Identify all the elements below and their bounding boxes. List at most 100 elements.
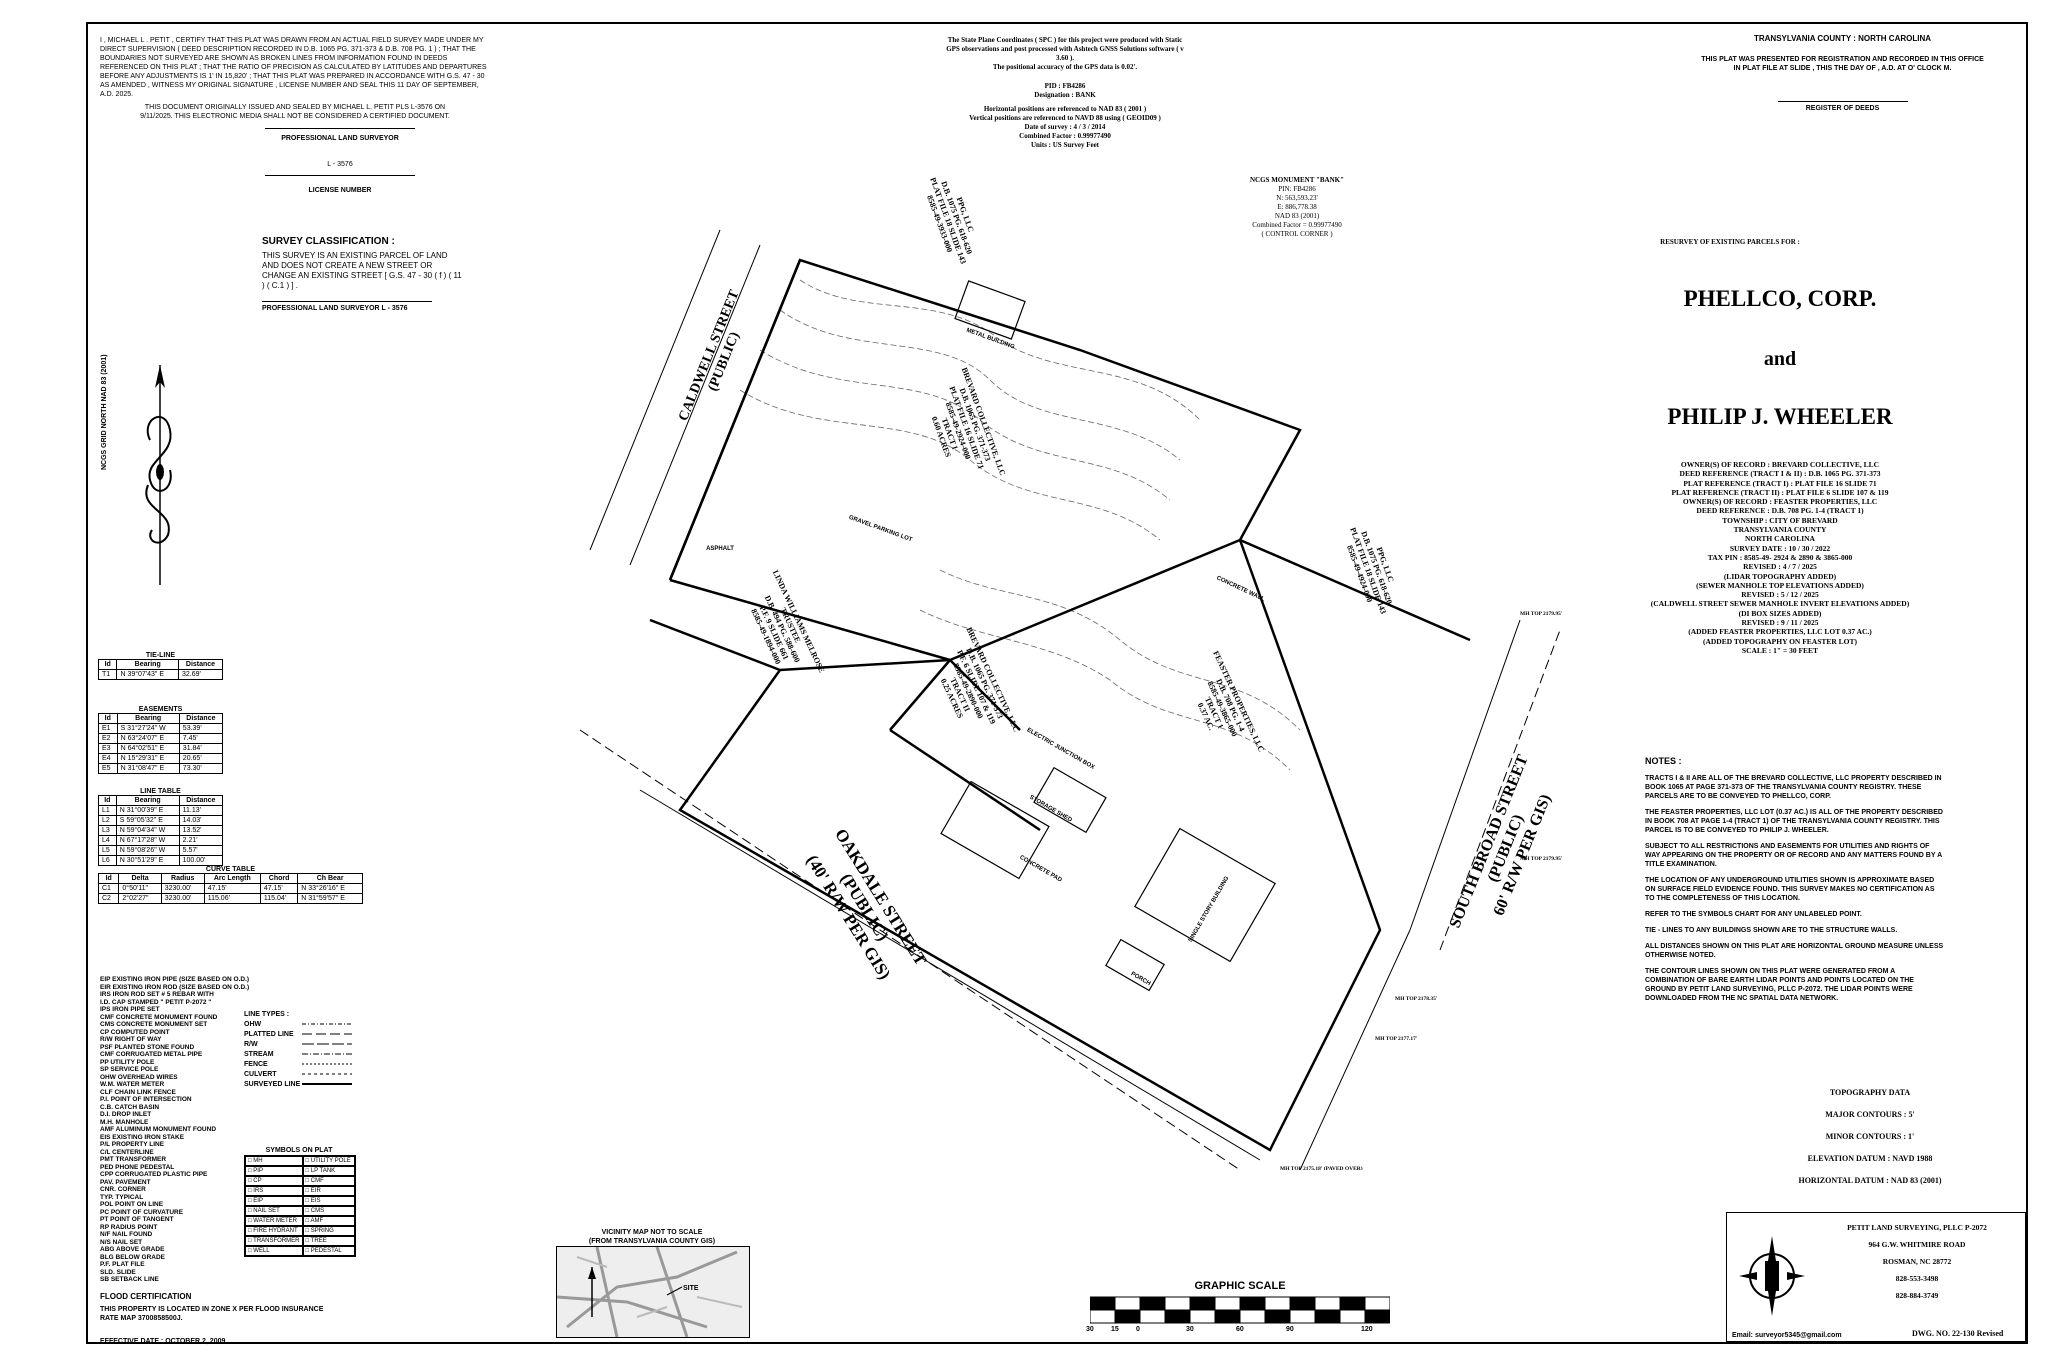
- line-table-cell: S 59°05'32" E: [115, 815, 180, 826]
- line-table-cell: L5: [98, 845, 117, 856]
- line-type-sample: [302, 1073, 352, 1075]
- line-types-title: LINE TYPES :: [244, 1011, 290, 1018]
- tie-line-cell: T1: [97, 669, 118, 680]
- curve-table-header: Arc Length: [203, 873, 261, 884]
- line-table-cell: L1: [98, 805, 117, 816]
- abbreviation-item: CLF CHAIN LINK FENCE: [100, 1088, 176, 1096]
- abbreviation-item: P/L PROPERTY LINE: [100, 1141, 165, 1148]
- curve-table-cell: 3230.00': [160, 893, 205, 904]
- title-detail-line: DEED REFERENCE (TRACT I & II) : D.B. 106…: [1679, 469, 1881, 479]
- curve-table-cell: C1: [97, 883, 120, 894]
- graphic-scale-title: GRAPHIC SCALE: [1194, 1280, 1286, 1292]
- scale-segment: [1189, 1296, 1216, 1311]
- parcel-label-brevard-south: BREVARD COLLECTIVE, LLCD.B. 1065 PG. 371…: [924, 626, 1021, 753]
- symbol-item: □ EIR: [302, 1186, 355, 1196]
- register-label: REGISTER OF DEEDS: [1805, 105, 1880, 112]
- title-detail-line: (CALDWELL STREET SEWER MANHOLE INVERT EL…: [1650, 599, 1910, 609]
- abbreviations-legend: EIP EXISTING IRON PIPE (SIZE BASED ON O.…: [100, 976, 260, 1284]
- abbreviation-item: C/L CENTERLINE: [100, 1148, 154, 1156]
- symbol-item: □ UTILITY POLE: [302, 1156, 355, 1166]
- line-table-title: LINE TABLE: [140, 788, 181, 795]
- gps-line2: The positional accuracy of the GPS data …: [992, 63, 1138, 71]
- curve-table-cell: 115.04': [259, 893, 299, 904]
- symbol-item: □ NAIL SET: [245, 1206, 303, 1216]
- line-table-cell: 13.52': [178, 825, 224, 836]
- symbol-item: □ FIRE HYDRANT: [245, 1226, 303, 1236]
- scale-segment: [1264, 1296, 1291, 1311]
- scale-tick-label: 0: [1136, 1326, 1140, 1333]
- firm-name: PETIT LAND SURVEYING, PLLC P-2072: [1847, 1223, 1987, 1232]
- scale-segment: [1189, 1309, 1216, 1324]
- north-arrow-label: NCGS GRID NORTH NAD 83 (2001): [101, 354, 108, 470]
- classification-text: THIS SURVEY IS AN EXISTING PARCEL OF LAN…: [262, 251, 462, 290]
- scale-segment: [1239, 1296, 1266, 1311]
- abbreviation-item: PMT TRANSFORMER: [100, 1156, 167, 1163]
- curve-table-cell: C2: [97, 893, 120, 904]
- parcel-label-ppg-east: PPG, LLCD.B. 1075 PG. 618-620PLAT FILE 1…: [1340, 520, 1405, 618]
- curve-table-cell: 0°50'11": [118, 883, 162, 894]
- firm-phone2: 828-884-3749: [1895, 1291, 1939, 1300]
- line-type-label: CULVERT: [244, 1070, 277, 1078]
- line-type-item: SURVEYED LINE: [244, 1079, 364, 1089]
- license-line: [265, 175, 415, 176]
- site-feature-label: ASPHALT: [706, 546, 734, 552]
- license-label: LICENSE NUMBER: [308, 187, 372, 194]
- scale-tick-label: 15: [1111, 1326, 1119, 1333]
- scale-tick-label: 30: [1186, 1326, 1194, 1333]
- note-item: TRACTS I & II ARE ALL OF THE BREVARD COL…: [1645, 775, 1942, 800]
- abbreviation-item: PED PHONE PEDESTAL: [100, 1163, 175, 1171]
- easement-header: Id: [98, 713, 118, 724]
- classification-signature: PROFESSIONAL LAND SURVEYOR L - 3576: [262, 305, 408, 312]
- line-table-cell: 5.57': [178, 845, 224, 856]
- plat-sheet: [86, 22, 2028, 1344]
- line-type-sample: [302, 1053, 352, 1055]
- topo-title: TOPOGRAPHY DATA: [1829, 1088, 1911, 1097]
- line-table-cell: N 30°51'29" E: [115, 855, 180, 866]
- symbol-item: □ LP TANK: [302, 1166, 355, 1176]
- abbreviation-item: I.D. CAP STAMPED " PETIT P-2072 ": [100, 998, 212, 1006]
- site-feature-label: ELECTRIC JUNCTION BOX: [1026, 727, 1096, 771]
- symbol-item: □ PEDESTAL: [302, 1246, 355, 1256]
- curve-table-header: Ch Bear: [297, 873, 363, 884]
- manhole-top-label: MH TOP 2175.18' (PAVED OVER): [1280, 1165, 1363, 1170]
- easement-cell: E5: [98, 763, 118, 774]
- south-broad-street-label: SOUTH BROAD STREET(PUBLIC)60' R/W PER GI…: [1447, 752, 1566, 944]
- abbreviation-item: IPS IRON PIPE SET: [100, 1006, 160, 1013]
- title-detail-line: REVISED : 5 / 12 / 2025: [1741, 590, 1819, 600]
- easement-cell: N 64°02'51" E: [116, 743, 180, 754]
- scale-segment: [1164, 1296, 1191, 1311]
- certification-text: I , MICHAEL L . PETIT , CERTIFY THAT THI…: [100, 37, 487, 98]
- easements-title: EASEMENTS: [138, 706, 183, 713]
- topo-elevation: ELEVATION DATUM : NAVD 1988: [1807, 1154, 1933, 1163]
- gps-designation: Designation : BANK: [1034, 91, 1096, 99]
- firm-address2: ROSMAN, NC 28772: [1882, 1257, 1952, 1266]
- note-item: THE FEASTER PROPERTIES, LLC LOT (0.37 AC…: [1645, 809, 1943, 834]
- abbreviation-item: RP RADIUS POINT: [100, 1223, 158, 1231]
- easement-cell: N 63°24'07" E: [116, 733, 180, 744]
- easement-cell: 20.65': [178, 753, 224, 764]
- symbol-item: □ CMF: [302, 1176, 355, 1186]
- line-table-cell: N 67°17'28" W: [115, 835, 180, 846]
- abbreviation-item: CMS CONCRETE MONUMENT SET: [100, 1021, 208, 1028]
- symbol-item: □ EIS: [302, 1196, 355, 1206]
- gps-pid: PID : FB4286: [1044, 82, 1086, 90]
- curve-table-cell: 47.15': [203, 883, 261, 894]
- title-details: OWNER(S) OF RECORD : BREVARD COLLECTIVE,…: [1600, 460, 1960, 655]
- line-type-label: R/W: [244, 1040, 258, 1048]
- parcel-label-brevard-north: BREVARD COLLECTIVE, LLCD.B. 1065 PG. 371…: [917, 366, 1007, 492]
- title-detail-line: SURVEY DATE : 10 / 30 / 2022: [1729, 543, 1831, 553]
- symbols-legend: SYMBOLS ON PLAT □ MH□ UTILITY POLE□ PIP□…: [244, 1146, 356, 1257]
- scale-segment: [1314, 1309, 1341, 1324]
- vicinity-map: VICINITY MAP NOT TO SCALE (FROM TRANSYLV…: [556, 1228, 750, 1338]
- abbreviation-item: W.M. WATER METER: [100, 1081, 165, 1088]
